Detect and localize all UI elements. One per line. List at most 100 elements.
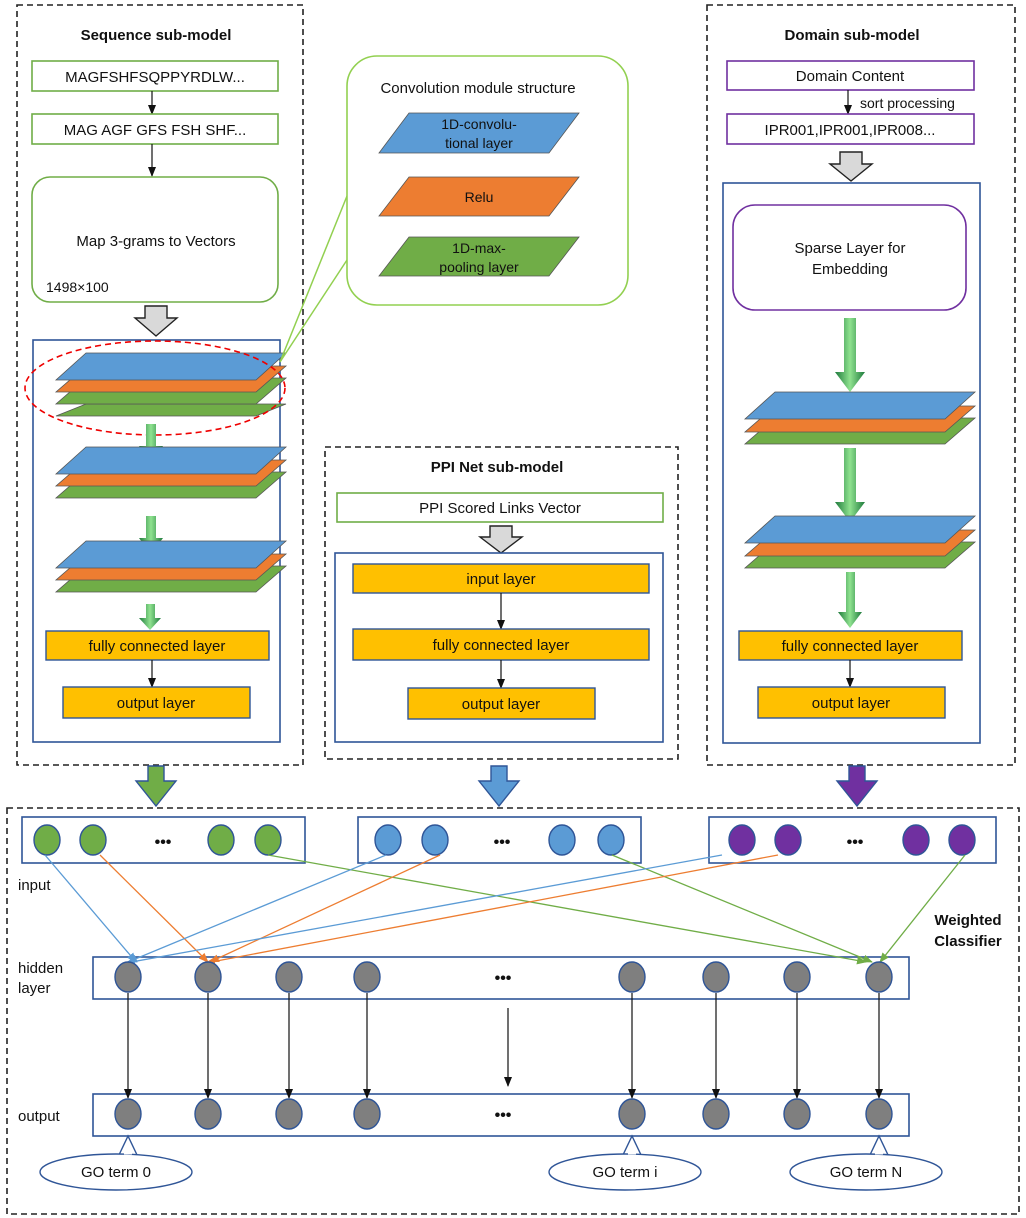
raw-sequence-box [31, 60, 279, 92]
ppi-title: PPI Net sub-model [431, 459, 564, 476]
ppi-input-layer [352, 563, 650, 594]
relu-label: Relu [465, 189, 494, 205]
conv-module-title: Convolution module structure [380, 80, 575, 97]
pooling-label: pooling layer [439, 259, 519, 275]
output-node [194, 1098, 222, 1130]
sparse-layer-box [732, 204, 967, 311]
input-node [728, 824, 756, 856]
weighted-classifier: Weighted Classifier input hidden layer o… [6, 807, 1020, 1215]
gray-down-arrow [828, 151, 874, 182]
output-node [275, 1098, 303, 1130]
go-term-callout-n: GO term N [789, 1134, 943, 1191]
hidden-node [783, 961, 811, 993]
domain-ids-box [726, 113, 975, 145]
hidden-node [618, 961, 646, 993]
ppi-fc-label: fully connected layer [433, 637, 570, 654]
dims-label: 1498×100 [46, 279, 109, 295]
input-node [207, 824, 235, 856]
sequence-fc-label: fully connected layer [89, 638, 226, 655]
sequence-output-layer [62, 686, 251, 719]
input-node [597, 824, 625, 856]
input-node [254, 824, 282, 856]
go-term-callout-i: GO term i [548, 1134, 702, 1191]
green-down-arrow [835, 318, 865, 392]
input-node [948, 824, 976, 856]
classifier-title: Classifier [934, 933, 1002, 950]
sequence-output-label: output layer [117, 695, 195, 712]
conv-layer-label: tional layer [445, 135, 513, 151]
domain-content-label: Domain Content [796, 68, 905, 85]
ellipsis: ••• [494, 834, 511, 851]
hidden-node [194, 961, 222, 993]
ppi-frame [334, 552, 664, 743]
input-node [548, 824, 576, 856]
green-down-arrow [835, 448, 865, 522]
trigram-box [31, 113, 279, 145]
ellipsis: ••• [495, 970, 512, 987]
conv-module-callout: Convolution module structure 1D-convolu-… [279, 55, 629, 363]
domain-frame [722, 182, 981, 744]
green-down-arrow [139, 604, 161, 630]
input-node [374, 824, 402, 856]
go-term-label: GO term N [830, 1164, 903, 1181]
purple-connector-arrow [835, 765, 879, 808]
output-node [114, 1098, 142, 1130]
sequence-fc-layer [45, 630, 270, 661]
input-node [902, 824, 930, 856]
hidden-node [353, 961, 381, 993]
output-node [618, 1098, 646, 1130]
hidden-to-output-links [124, 993, 883, 1099]
domain-content-box [726, 60, 975, 91]
classifier-title: Weighted [934, 912, 1001, 929]
input-node [774, 824, 802, 856]
ppi-fc-layer [352, 628, 650, 661]
output-node [702, 1098, 730, 1130]
highlight-ellipse [24, 340, 286, 436]
domain-ids-label: IPR001,IPR001,IPR008... [765, 122, 936, 139]
hidden-node [275, 961, 303, 993]
hidden-row-label: layer [18, 980, 51, 997]
domain-fc-layer [738, 630, 963, 661]
domain-output-label: output layer [812, 695, 890, 712]
conv-layer-label: 1D-convolu- [441, 116, 517, 132]
domain-fc-label: fully connected layer [782, 638, 919, 655]
hidden-node [114, 961, 142, 993]
hidden-layer-frame [92, 956, 910, 1000]
pooling-shape [378, 236, 580, 277]
domain-title: Domain sub-model [784, 27, 919, 44]
ellipsis: ••• [495, 1107, 512, 1124]
pooling-label: 1D-max- [452, 240, 506, 256]
input-node [421, 824, 449, 856]
input-group-ppi [357, 816, 642, 864]
ppi-submodel: PPI Net sub-model PPI Scored Links Vecto… [324, 446, 679, 760]
go-term-label: GO term i [592, 1164, 657, 1181]
input-node [79, 824, 107, 856]
domain-output-layer [757, 686, 946, 719]
input-row-label: input [18, 877, 51, 894]
output-node [783, 1098, 811, 1130]
input-group-domain [708, 816, 997, 864]
conv-layer-shape [378, 112, 580, 154]
output-row-label: output [18, 1108, 61, 1125]
gray-down-arrow [477, 525, 525, 554]
cross-connections [44, 854, 966, 966]
domain-conv-stack-2 [743, 515, 977, 569]
output-node [865, 1098, 893, 1130]
sequence-submodel: Sequence sub-model MAGFSHFSQPPYRDLW... M… [16, 4, 304, 766]
output-layer-frame [92, 1093, 910, 1137]
domain-submodel: Domain sub-model Domain Content sort pro… [706, 4, 1016, 766]
ellipsis: ••• [155, 834, 172, 851]
go-term-callout-0: GO term 0 [39, 1134, 193, 1191]
relu-shape [378, 176, 580, 217]
blue-connector-arrow [477, 765, 521, 808]
ppi-input-label: input layer [466, 571, 535, 588]
input-node [33, 824, 61, 856]
green-down-arrow [838, 572, 862, 628]
ellipsis: ••• [847, 834, 864, 851]
ppi-output-label: output layer [462, 696, 540, 713]
sort-processing-label: sort processing [860, 95, 955, 111]
sparse-layer-label: Sparse Layer for [795, 240, 906, 257]
map-vectors-label: Map 3-grams to Vectors [76, 233, 235, 250]
conv-stack-2 [54, 446, 288, 499]
